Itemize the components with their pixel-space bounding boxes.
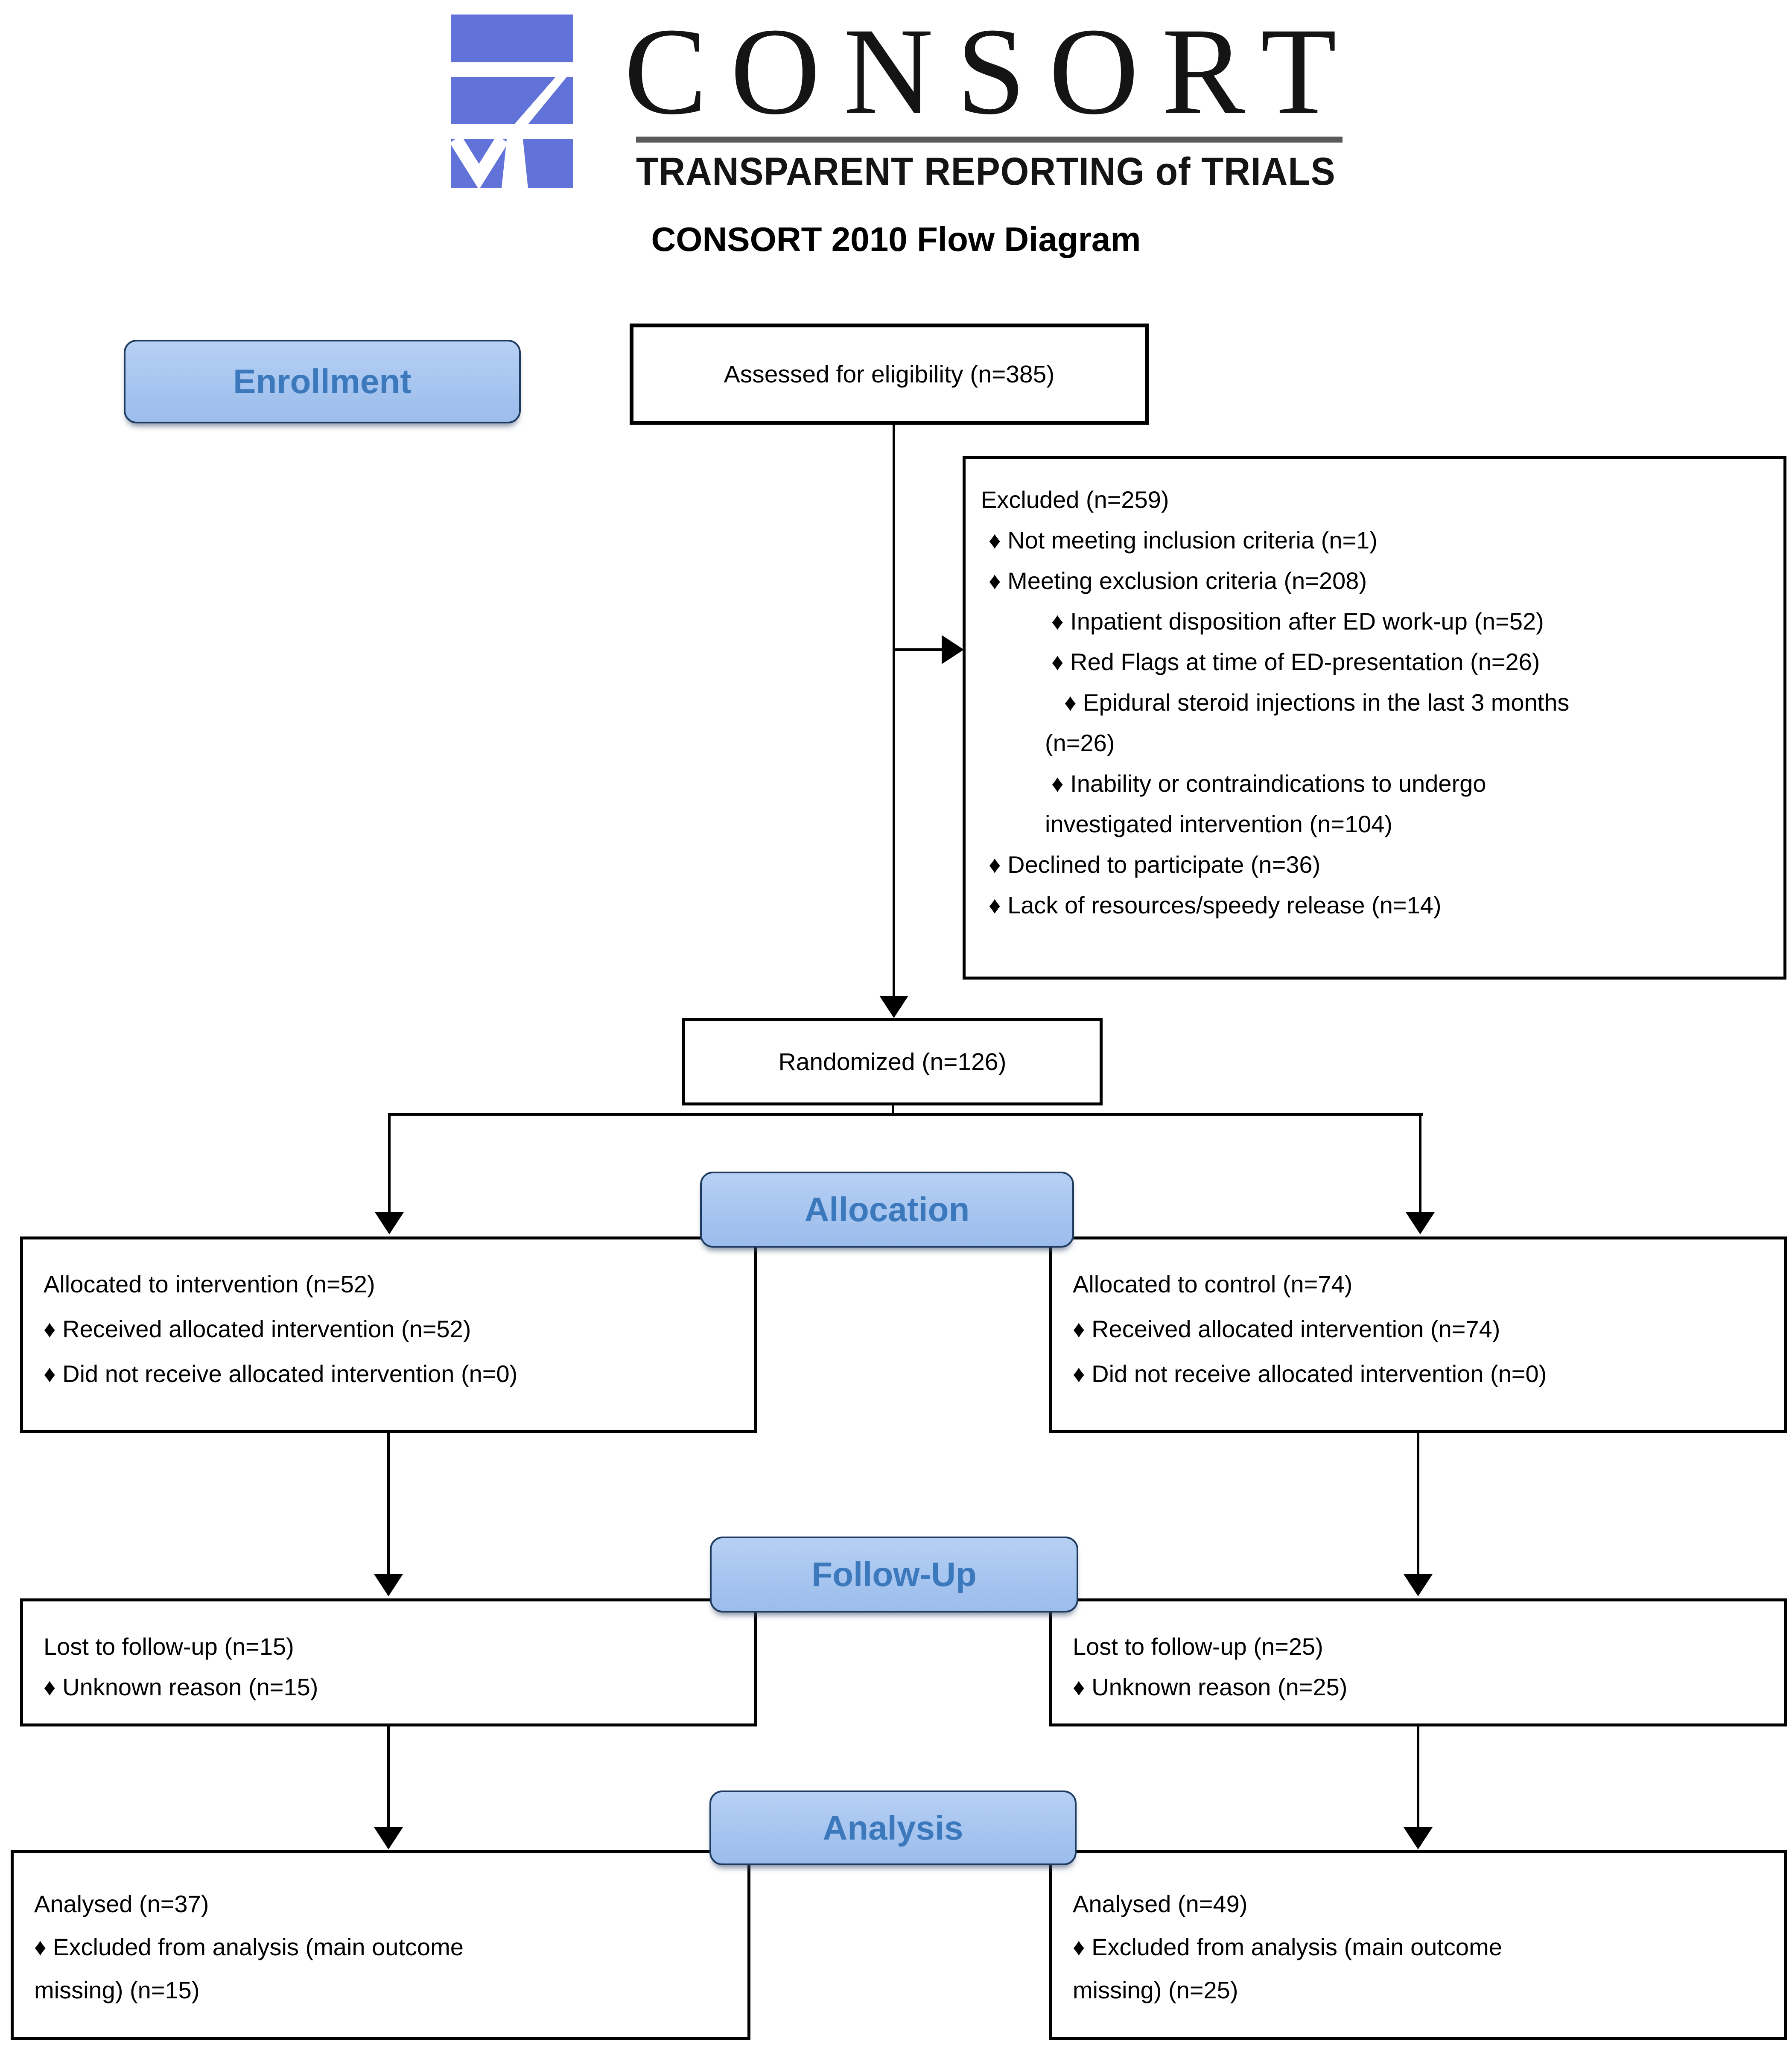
arrow-followup-to-analysis-left	[387, 1726, 390, 1829]
arrowhead-down-icon	[1406, 1212, 1435, 1234]
excluded-line: ♦ Inability or contraindications to unde…	[1051, 770, 1486, 797]
arrow-intervention-to-followup	[387, 1433, 390, 1576]
arrowhead-down-icon	[375, 1212, 404, 1234]
excluded-line: ♦ Not meeting inclusion criteria (n=1)	[989, 527, 1378, 554]
excluded-line: ♦ Declined to participate (n=36)	[989, 851, 1321, 878]
randomized-split-line	[389, 1113, 1423, 1116]
analysed-control-box: Analysed (n=49) ♦ Excluded from analysis…	[1049, 1850, 1787, 2040]
allocated-control-box: Allocated to control (n=74) ♦ Received a…	[1049, 1236, 1787, 1433]
allocation-stage-label: Allocation	[700, 1172, 1074, 1248]
arrow-control-to-followup	[1417, 1433, 1419, 1576]
excluded-line: ♦ Epidural steroid injections in the las…	[1064, 689, 1570, 716]
lost-followup-intervention-box: Lost to follow-up (n=15) ♦ Unknown reaso…	[20, 1598, 757, 1726]
arrow-randomized-to-control	[1419, 1113, 1421, 1214]
allocation-line: ♦ Received allocated intervention (n=52)	[44, 1315, 471, 1342]
arrowhead-right-icon	[942, 635, 964, 664]
excluded-line: ♦ Lack of resources/speedy release (n=14…	[989, 892, 1442, 919]
excluded-line: (n=26)	[1045, 729, 1115, 756]
arrowhead-down-icon	[1404, 1827, 1433, 1849]
analysed-intervention-box: Analysed (n=37) ♦ Excluded from analysis…	[11, 1850, 750, 2040]
analysis-line: Analysed (n=37)	[34, 1890, 209, 1917]
excluded-line: ♦ Inpatient disposition after ED work-up…	[1051, 608, 1544, 635]
arrowhead-down-icon	[374, 1574, 403, 1596]
excluded-line: Excluded (n=259)	[981, 486, 1169, 513]
arrowhead-down-icon	[879, 996, 908, 1018]
allocation-line: ♦ Did not receive allocated intervention…	[1073, 1360, 1547, 1387]
enrollment-stage-label: Enrollment	[124, 340, 521, 423]
followup-line: Lost to follow-up (n=15)	[44, 1633, 294, 1660]
consort-wordmark: CONSORT	[624, 3, 1360, 140]
excluded-line: ♦ Red Flags at time of ED-presentation (…	[1051, 648, 1540, 675]
allocation-line: Allocated to intervention (n=52)	[44, 1271, 375, 1298]
arrowhead-down-icon	[374, 1827, 403, 1849]
consort-logo-icon	[449, 11, 575, 190]
lost-followup-control-box: Lost to follow-up (n=25) ♦ Unknown reaso…	[1049, 1598, 1787, 1726]
followup-line: ♦ Unknown reason (n=25)	[1073, 1674, 1348, 1700]
arrow-assessed-to-randomized	[893, 425, 895, 1000]
followup-line: Lost to follow-up (n=25)	[1073, 1633, 1323, 1660]
analysis-line: Analysed (n=49)	[1073, 1890, 1248, 1917]
assessed-eligibility-box: Assessed for eligibility (n=385)	[630, 324, 1149, 425]
logo-divider-rule	[636, 137, 1343, 143]
analysis-line: ♦ Excluded from analysis (main outcome	[34, 1933, 464, 1960]
arrow-randomized-to-intervention	[388, 1113, 391, 1214]
followup-stage-label: Follow-Up	[710, 1537, 1078, 1613]
page-title: CONSORT 2010 Flow Diagram	[651, 220, 1141, 258]
followup-line: ♦ Unknown reason (n=15)	[44, 1674, 318, 1700]
analysis-line: ♦ Excluded from analysis (main outcome	[1073, 1933, 1502, 1960]
excluded-line: investigated intervention (n=104)	[1045, 811, 1393, 837]
excluded-box: Excluded (n=259) ♦ Not meeting inclusion…	[963, 456, 1786, 980]
arrowhead-down-icon	[1404, 1574, 1433, 1596]
analysis-stage-label: Analysis	[709, 1790, 1077, 1865]
arrow-followup-to-analysis-right	[1417, 1726, 1419, 1829]
allocation-line: Allocated to control (n=74)	[1073, 1271, 1353, 1298]
arrow-to-excluded	[894, 648, 945, 651]
excluded-line: ♦ Meeting exclusion criteria (n=208)	[989, 567, 1367, 594]
allocated-intervention-box: Allocated to intervention (n=52) ♦ Recei…	[20, 1236, 757, 1433]
allocation-line: ♦ Did not receive allocated intervention…	[44, 1360, 518, 1387]
randomized-box: Randomized (n=126)	[682, 1018, 1103, 1105]
allocation-line: ♦ Received allocated intervention (n=74)	[1073, 1315, 1500, 1342]
analysis-line: missing) (n=15)	[34, 1977, 200, 2003]
consort-tagline: TRANSPARENT REPORTING of TRIALS	[636, 150, 1336, 193]
randomized-split-stub	[892, 1105, 894, 1115]
analysis-line: missing) (n=25)	[1073, 1977, 1238, 2003]
